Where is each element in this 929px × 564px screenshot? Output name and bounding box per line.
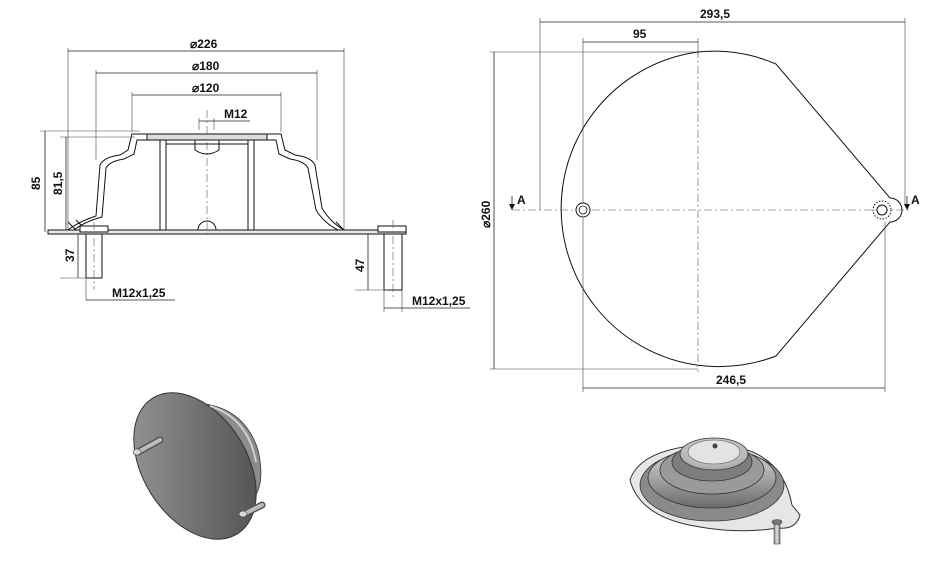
section-mark-left: A: [517, 193, 526, 207]
dim-thread-right-label: M12x1,25: [412, 294, 466, 308]
dim-stud37-label: 37: [63, 248, 77, 262]
iso-view-underside: [132, 392, 266, 540]
dim-d226-label: ⌀226: [190, 37, 218, 51]
inner-sleeve: [159, 139, 167, 231]
dim-d260-label: ⌀260: [479, 200, 493, 228]
dim-d180-label: ⌀180: [192, 59, 220, 73]
stud-iso-left: [132, 436, 164, 456]
hole-right: [872, 200, 892, 220]
dim-stud47-label: 47: [353, 258, 367, 272]
housing-profile: [67, 133, 345, 231]
hole-left: [575, 202, 591, 218]
iso-view-top: [629, 437, 801, 545]
plan-view: 293,5 95 ⌀260 A A 246,5: [479, 7, 920, 392]
dim-h815-label: 81,5: [51, 171, 65, 195]
dim-w95-label: 95: [633, 27, 647, 41]
top-nut-section: [194, 134, 220, 155]
dim-m12-label: M12: [224, 107, 248, 121]
dim-thread-left-label: M12x1,25: [112, 286, 166, 300]
section-view: ⌀226 ⌀180 ⌀120 M12 85 81,5 37: [29, 37, 470, 312]
plate-outline: [560, 50, 903, 368]
stud-iso-right: [238, 501, 266, 518]
dim-w2465-label: 246,5: [716, 373, 746, 387]
dim-h85-label: 85: [29, 176, 43, 190]
plate-underside: [133, 392, 257, 540]
section-mark-right: A: [911, 193, 920, 207]
stud-iso-top-right: [771, 519, 783, 545]
dim-d120-label: ⌀120: [192, 81, 220, 95]
dim-w2935-label: 293,5: [700, 7, 730, 21]
